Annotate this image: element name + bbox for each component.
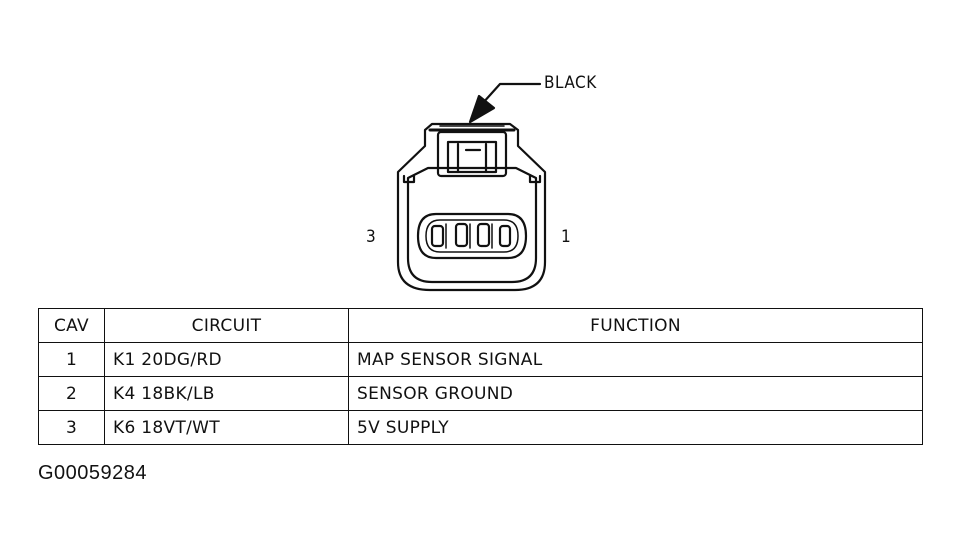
leader-line — [480, 82, 542, 106]
connector-housing — [396, 122, 547, 292]
pin-label-right: 1 — [561, 227, 572, 247]
header-function: FUNCTION — [348, 308, 923, 343]
connector-illustration — [396, 82, 547, 292]
locking-tab — [436, 130, 508, 178]
header-circuit: CIRCUIT — [104, 308, 349, 343]
cell-cav: 2 — [38, 376, 105, 411]
table-row: 1 K1 20DG/RD MAP SENSOR SIGNAL — [38, 342, 923, 377]
header-cav: CAV — [38, 308, 105, 343]
terminal-2 — [454, 222, 469, 248]
terminal-1 — [476, 222, 491, 248]
table-row: 3 K6 18VT/WT 5V SUPPLY — [38, 410, 923, 445]
leader-arrowhead — [468, 94, 496, 124]
cell-function: MAP SENSOR SIGNAL — [348, 342, 923, 377]
pinout-table: CAV CIRCUIT FUNCTION 1 K1 20DG/RD MAP SE… — [38, 308, 923, 445]
terminal-3 — [430, 224, 445, 248]
connector-diagram: BLACK 3 1 — [366, 73, 597, 292]
cell-circuit: K1 20DG/RD — [104, 342, 349, 377]
cell-circuit: K4 18BK/LB — [104, 376, 349, 411]
cell-circuit: K6 18VT/WT — [104, 410, 349, 445]
cell-cav: 3 — [38, 410, 105, 445]
figure-id: G00059284 — [38, 462, 148, 484]
connector-color-label: BLACK — [544, 73, 597, 93]
cell-function: SENSOR GROUND — [348, 376, 923, 411]
terminal-cavity-face — [416, 212, 528, 260]
table-row: 2 K4 18BK/LB SENSOR GROUND — [38, 376, 923, 411]
pin-label-left: 3 — [366, 227, 377, 247]
cell-function: 5V SUPPLY — [348, 410, 923, 445]
cell-cav: 1 — [38, 342, 105, 377]
table-header-row: CAV CIRCUIT FUNCTION — [38, 308, 923, 343]
connector-shroud — [406, 166, 538, 284]
